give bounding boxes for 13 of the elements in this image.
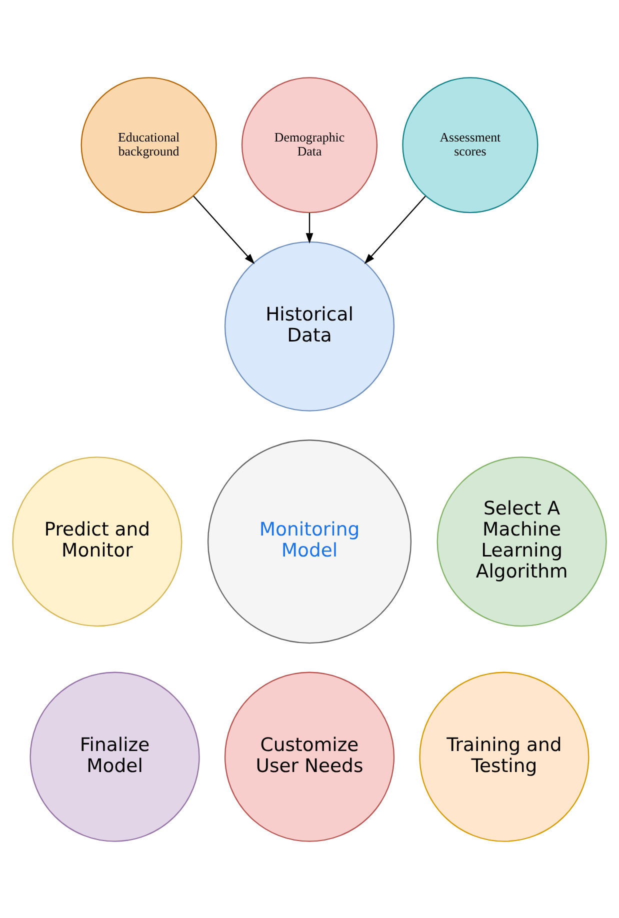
node-circle: Demographic Data — [241, 76, 378, 213]
node-circle: Historical Data — [224, 240, 395, 411]
node-circle: Monitoring Model — [207, 439, 412, 644]
arrow — [364, 195, 426, 264]
node-circle: Select A Machine Learning Algorithm — [436, 456, 607, 626]
node-circle: Assessment scores — [402, 76, 538, 213]
node-circle: Training and Testing — [419, 671, 590, 842]
node-circle: Educational background — [80, 76, 217, 213]
node-circle: Predict and Monitor — [12, 456, 182, 626]
node-circle: Customize User Needs — [224, 671, 395, 842]
node-circle: Finalize Model — [30, 671, 200, 842]
arrow — [193, 195, 255, 264]
arrow — [306, 212, 314, 244]
